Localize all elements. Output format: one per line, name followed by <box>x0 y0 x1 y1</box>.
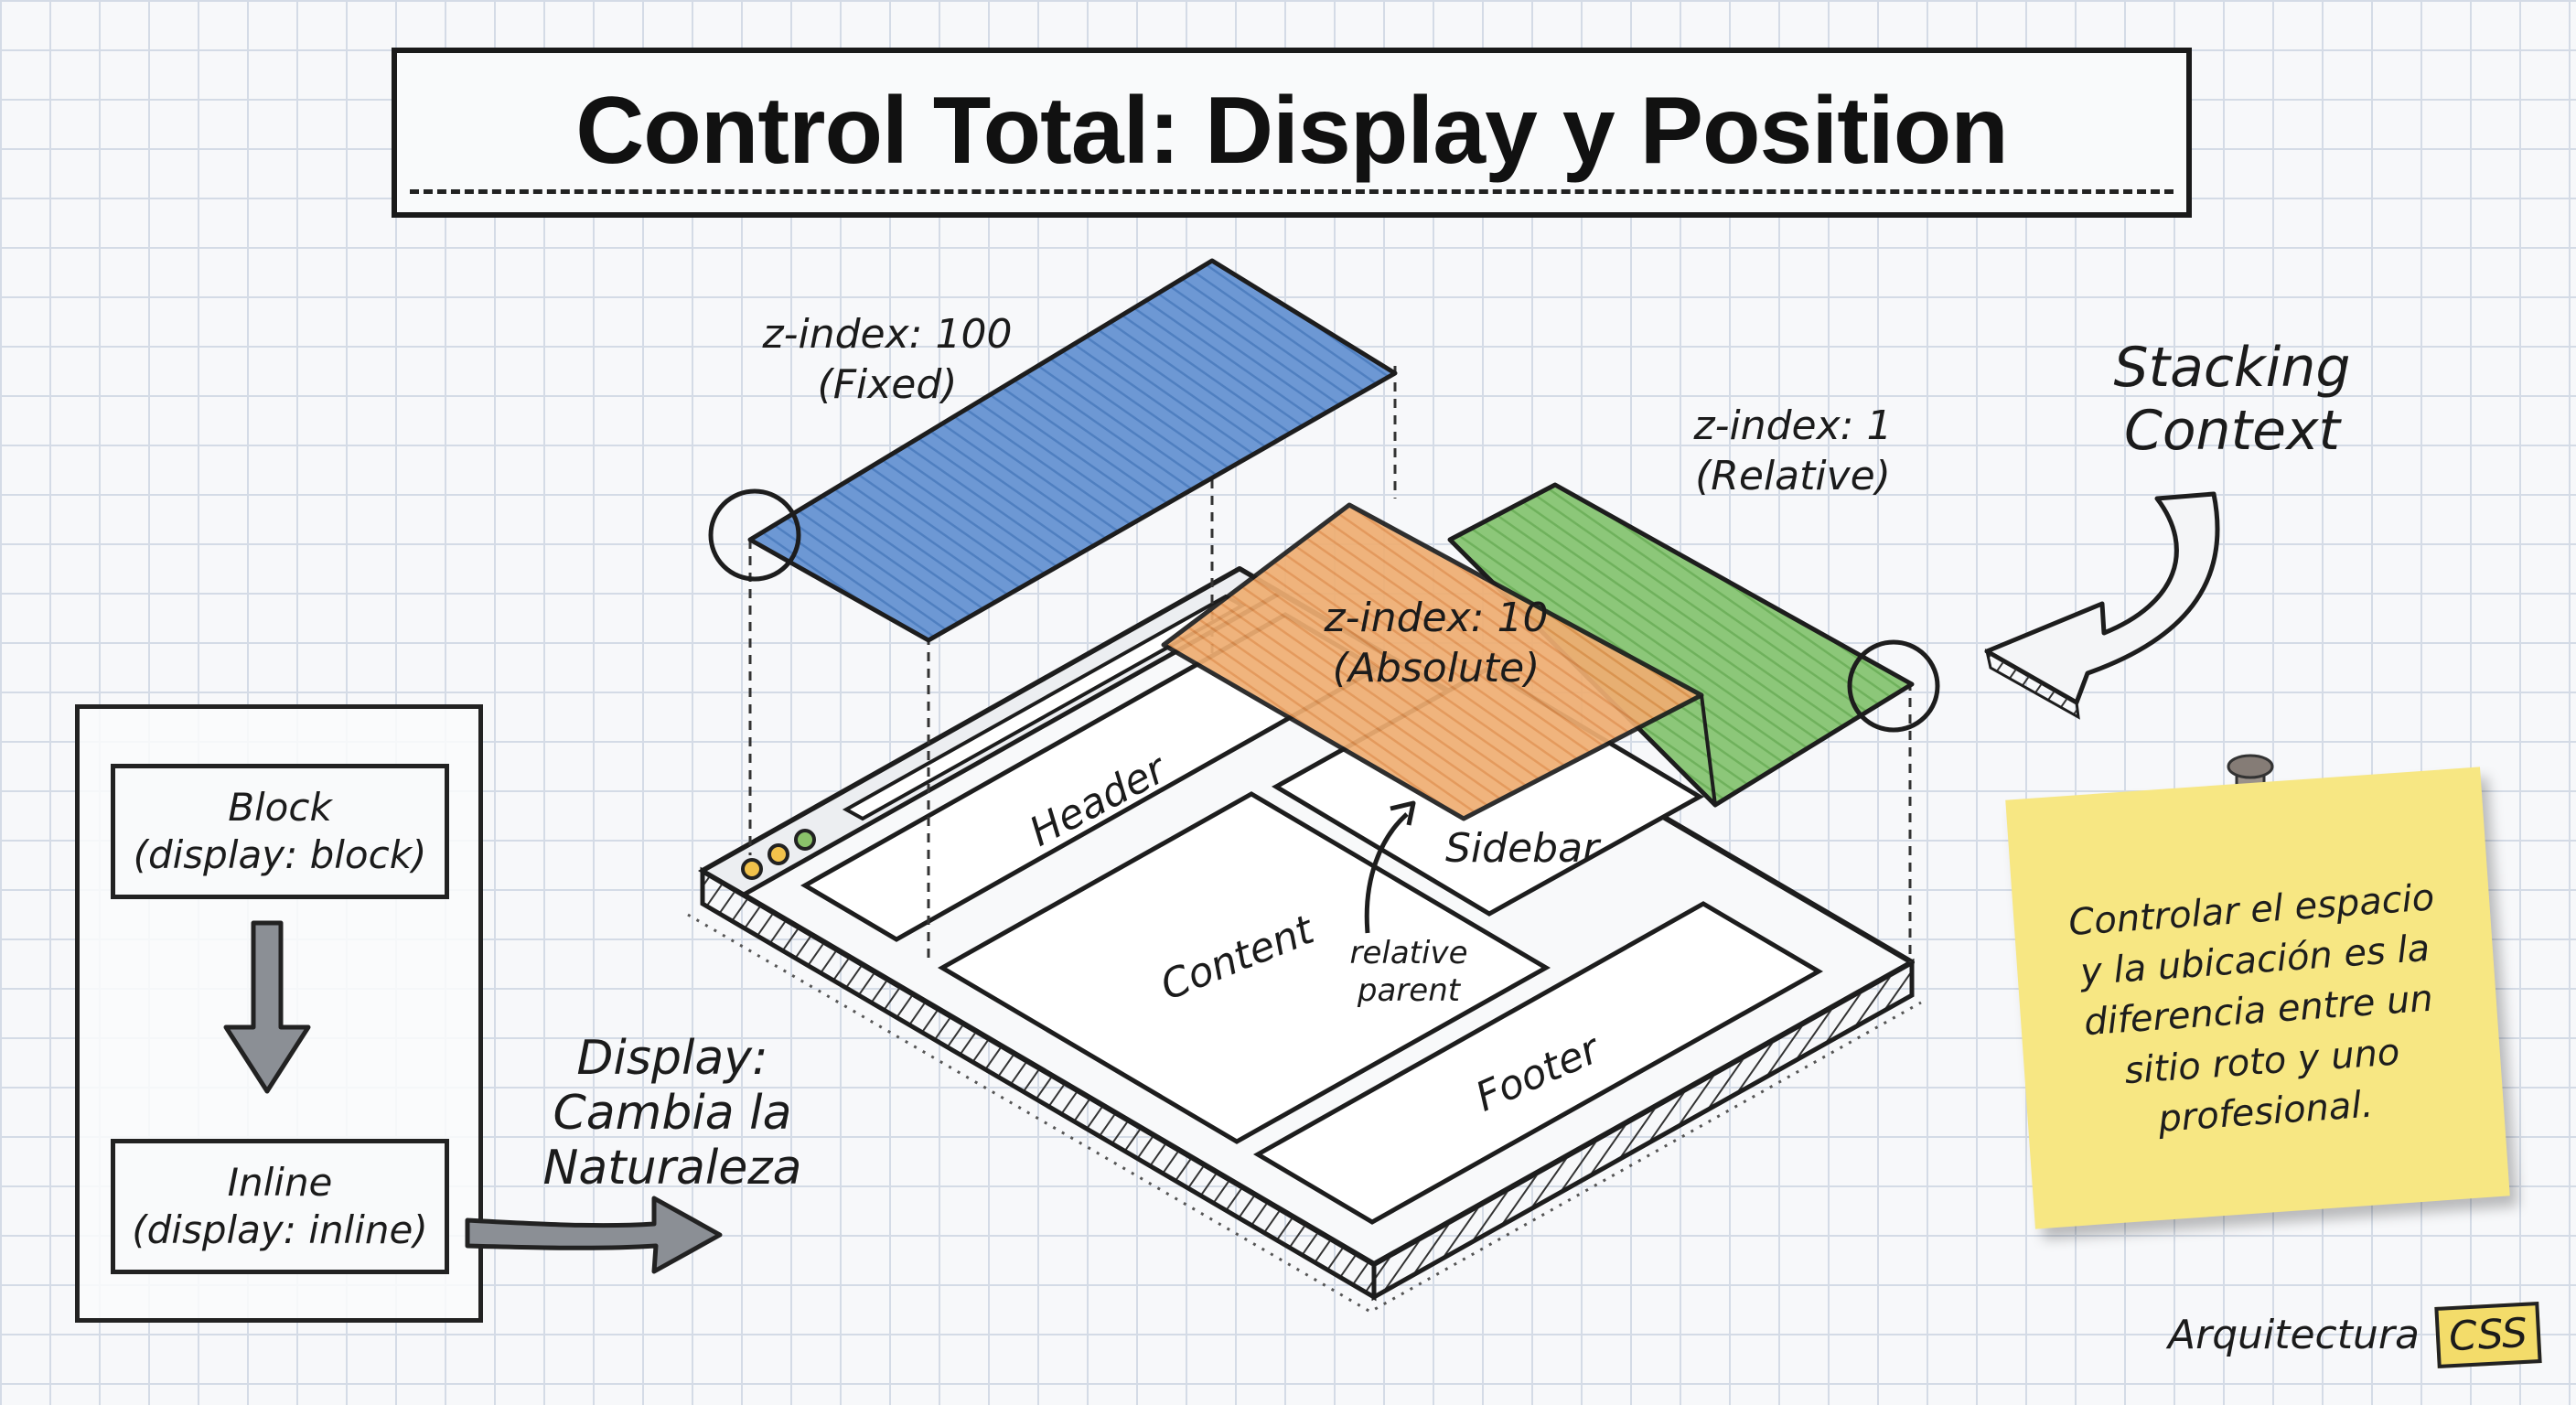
footer-region <box>1252 901 1824 1225</box>
stacking-line2: Context <box>2123 399 2341 463</box>
relative-z-index: z-index: 1 <box>1693 402 1893 449</box>
stacking-line1: Stacking <box>2113 336 2351 400</box>
relative-corner-circle <box>1847 639 1940 733</box>
right-arrow-icon <box>465 1196 723 1274</box>
fixed-layer <box>747 258 1398 643</box>
block-name: Block <box>228 784 332 830</box>
footer-tag: Arquitectura CSS <box>2168 1302 2542 1368</box>
relative-layer-label: z-index: 1 (Relative) <box>1647 401 1939 501</box>
title-dashed-line <box>410 189 2174 194</box>
sticky-note: Controlar el espacio y la ubicación es l… <box>2005 767 2510 1229</box>
content-region <box>937 791 1551 1144</box>
sidebar-label: Sidebar <box>1445 825 1600 872</box>
title-box: Control Total: Display y Position <box>392 48 2192 218</box>
display-label-line1: Display: <box>576 1031 768 1086</box>
inline-code: (display: inline) <box>132 1207 428 1252</box>
page-title: Control Total: Display y Position <box>575 78 2009 184</box>
display-label-line2: Cambia la <box>553 1085 792 1141</box>
stacking-context-label: Stacking Context <box>2067 337 2397 463</box>
fixed-layer-label: z-index: 100 (Fixed) <box>732 309 1043 410</box>
relative-parent-line2: parent <box>1357 971 1461 1009</box>
display-label-line3: Naturaleza <box>542 1140 802 1196</box>
block-code: (display: block) <box>133 832 427 877</box>
block-box: Block (display: block) <box>111 764 449 899</box>
down-arrow-icon <box>223 920 311 1094</box>
css-badge: CSS <box>2434 1302 2542 1368</box>
relative-parent-arrow-icon <box>1364 812 1409 934</box>
relative-parent-label: relative parent <box>1345 935 1473 1010</box>
fixed-corner-circle <box>708 488 801 582</box>
absolute-z-index: z-index: 10 <box>1324 595 1549 641</box>
sticky-note-text: Controlar el espacio y la ubicación es l… <box>2067 873 2451 1150</box>
browser-window <box>687 566 1922 1314</box>
fixed-position: (Fixed) <box>817 361 958 408</box>
absolute-position: (Absolute) <box>1332 645 1540 692</box>
relative-position: (Relative) <box>1695 453 1891 499</box>
footer-label: Arquitectura <box>2168 1312 2420 1358</box>
stacking-context-arrow-icon <box>1984 491 2220 720</box>
absolute-layer-label: z-index: 10 (Absolute) <box>1290 593 1583 693</box>
inline-name: Inline <box>227 1159 333 1205</box>
display-label: Display: Cambia la Naturaleza <box>535 1031 810 1196</box>
inline-box: Inline (display: inline) <box>111 1139 449 1274</box>
relative-parent-line1: relative <box>1349 935 1468 971</box>
display-flow-panel: Block (display: block) Inline (display: … <box>75 704 483 1323</box>
fixed-z-index: z-index: 100 <box>762 311 1013 358</box>
